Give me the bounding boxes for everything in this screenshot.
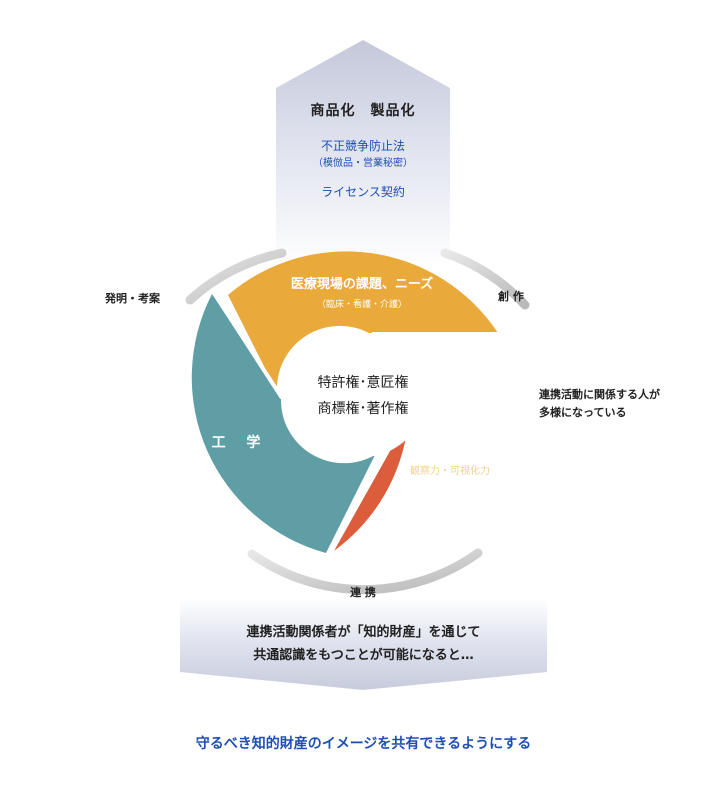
- segment-right-title: 芸 術: [428, 441, 472, 456]
- ring-label-right: 創 作: [498, 290, 524, 303]
- segment-top: [228, 251, 498, 392]
- bottom-arrow-line1: 連携活動関係者が「知的財産」を通じて: [246, 625, 481, 640]
- center-rights-line1: 特許権･意匠権: [317, 375, 409, 391]
- right-note-line1: 連携活動に関係する人が: [539, 388, 660, 401]
- up-arrow-shape: [276, 40, 450, 268]
- top-arrow-title: 商品化 製品化: [310, 103, 416, 119]
- ring-label-left: 発明・考案: [105, 292, 160, 305]
- center-rights-line2: 商標権･著作権: [317, 401, 409, 417]
- top-arrow-law-detail: （模倣品・営業秘密）: [313, 158, 413, 169]
- segment-top-subtitle: （臨床・看護・介護）: [316, 300, 407, 310]
- segment-right-subtitle: 観察力・可視化力: [410, 466, 490, 477]
- bottom-arrow-line2: 共通認識をもつことが可能になると…: [253, 648, 474, 663]
- right-note: 連携活動に関係する人が 多様になっている: [539, 386, 660, 422]
- segment-left-title: 工 学: [211, 435, 269, 451]
- outer-ring: [185, 248, 530, 595]
- segment-separators: [212, 291, 500, 555]
- down-arrow-shape: [180, 598, 547, 690]
- segment-top-title: 医療現場の課題、ニーズ: [290, 277, 434, 292]
- top-arrow-license: ライセンス契約: [321, 185, 405, 199]
- ring-label-bottom: 連 携: [350, 586, 376, 599]
- segment-left: [191, 294, 375, 553]
- center-hole: [301, 333, 425, 457]
- right-note-line2: 多様になっている: [539, 406, 627, 419]
- top-arrow-law: 不正競争防止法: [320, 139, 405, 153]
- footer-message: 守るべき知的財産のイメージを共有できるようにする: [195, 736, 532, 752]
